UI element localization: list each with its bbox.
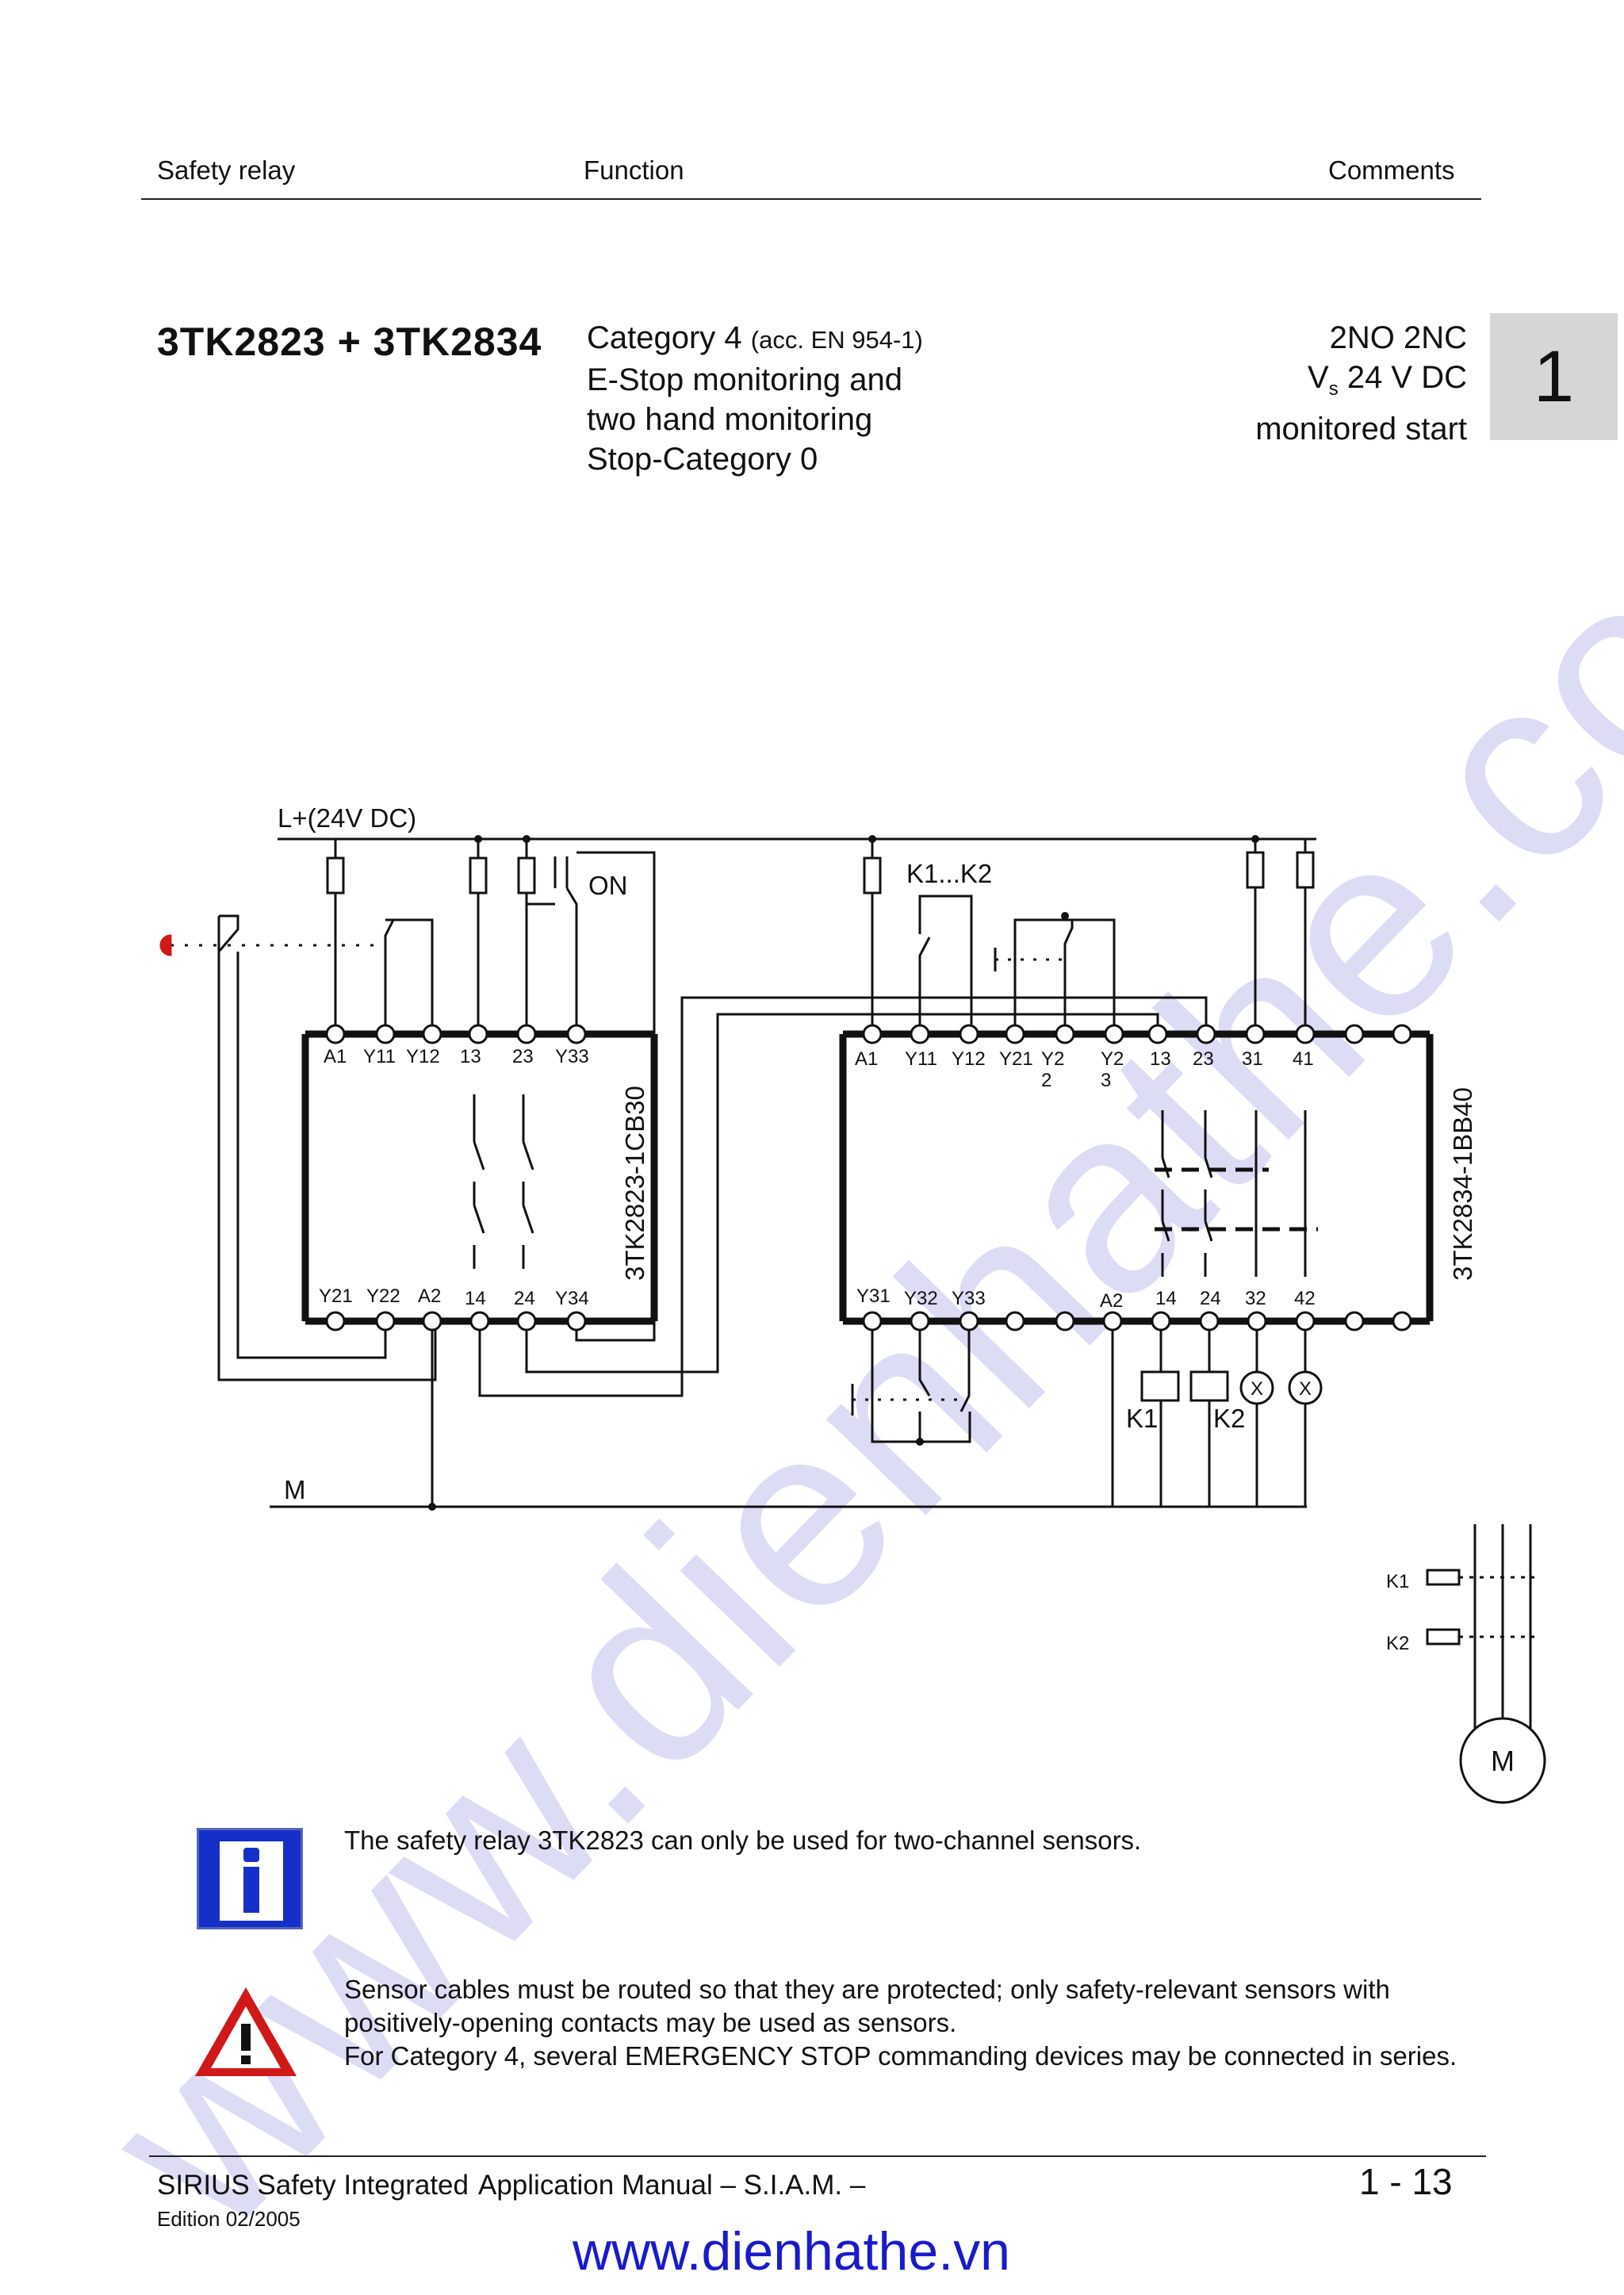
footer-edition: Edition 02/2005 [157,2207,301,2231]
comment-start: monitored start [1255,412,1467,446]
r1-terminal-label: Y11 [363,1046,396,1067]
r2-terminal-label: Y11 [905,1048,937,1070]
lamp-symbol: X [1299,1378,1312,1400]
r2-terminal-label: 42 [1294,1288,1316,1309]
motor-contactor-label: K2 [1386,1633,1409,1654]
r2-terminal-label: 31 [1242,1048,1263,1070]
r2-terminal-label: 2 [1041,1070,1051,1091]
comments-block: 2NO 2NC Vs 24 V DC monitored start [1174,318,1467,449]
warning-line-3: For Category 4, several EMERGENCY STOP c… [344,2041,1457,2071]
chapter-tab: 1 [1490,313,1618,440]
ground-label: M [284,1475,306,1504]
contactor-label-k2: K2 [1213,1404,1245,1433]
header-rule [141,198,1481,200]
footer-product: SIRIUS Safety Integrated [157,2170,469,2201]
warning-note: Sensor cables must be routed so that the… [344,1973,1470,2073]
r1-terminal-label: 14 [465,1288,486,1309]
r1-terminal-label: A2 [418,1285,441,1307]
warning-line-2: positively-opening contacts may be used … [344,2008,957,2037]
motor-label: M [1491,1745,1515,1777]
header-function: Function [584,155,684,185]
r1-terminal-label: Y12 [406,1046,440,1067]
contactor-label-k1: K1 [1126,1404,1158,1433]
r1-terminal-label: Y22 [366,1285,400,1307]
r2-terminal-label: Y33 [952,1288,986,1309]
footer-rule [149,2155,1486,2157]
r2-terminal-label: 3 [1101,1070,1111,1091]
comment-contacts: 2NO 2NC [1329,320,1467,355]
product-title: 3TK2823 + 3TK2834 [157,320,542,364]
warning-line-1: Sensor cables must be routed so that the… [344,1975,1390,2004]
function-line-3: two hand monitoring [587,402,873,437]
info-icon [197,1828,303,1929]
r1-terminal-label: A1 [324,1046,347,1067]
r1-terminal-label: 23 [512,1046,534,1067]
lamp-symbol: X [1251,1378,1263,1400]
r1-terminal-label: Y21 [319,1285,353,1307]
r2-terminal-label: 24 [1200,1288,1221,1309]
supply-label: L+(24V DC) [278,803,416,833]
function-line-4: Stop-Category 0 [587,442,818,477]
on-label: ON [588,871,628,900]
r1-terminal-label: Y33 [555,1046,589,1067]
r2-terminal-label: Y2 [1041,1048,1064,1070]
header-safety-relay: Safety relay [157,155,296,185]
r2-terminal-label: 13 [1150,1048,1171,1070]
r1-terminal-label: 24 [514,1288,535,1309]
r2-terminal-label: A1 [855,1048,878,1070]
footer-manual: Application Manual – S.I.A.M. – [478,2170,866,2201]
r1-terminal-label: Y34 [555,1288,589,1309]
relay-3tk2834 [839,1030,1434,1325]
r2-terminal-label: 23 [1193,1048,1214,1070]
relay-3tk2823 [301,1030,658,1325]
r2-terminal-label: 14 [1155,1288,1177,1309]
page-number: 1 - 13 [1359,2161,1453,2202]
header-comments: Comments [1328,155,1455,185]
motor-contactor-label: K1 [1386,1571,1409,1592]
r2-terminal-label: Y32 [904,1288,938,1309]
warning-triangle-icon [195,1987,297,2076]
relay2-name: 3TK2834-1BB40 [1448,1087,1477,1281]
function-line-2: E-Stop monitoring and [587,362,903,397]
r2-terminal-label: Y2 [1101,1048,1124,1070]
info-note: The safety relay 3TK2823 can only be use… [344,1826,1142,1855]
r2-terminal-label: Y31 [856,1285,891,1307]
relay1-name: 3TK2823-1CB30 [620,1086,649,1281]
r2-terminal-label: Y12 [952,1048,986,1070]
r2-terminal-label: 32 [1245,1288,1266,1309]
r2-terminal-label: A2 [1100,1290,1123,1312]
website-link[interactable]: www.dienhathe.vn [573,2221,1010,2282]
r1-terminal-label: 13 [460,1046,481,1067]
r2-terminal-label: 41 [1293,1048,1314,1070]
comment-voltage: Vs 24 V DC [1308,360,1467,400]
function-category: Category 4 [587,320,751,355]
k1k2-label: K1...K2 [906,859,992,888]
function-description: Category 4 (acc. EN 954-1) E-Stop monito… [587,318,923,479]
r2-terminal-label: Y21 [999,1048,1033,1070]
function-standard: (acc. EN 954-1) [750,326,923,354]
